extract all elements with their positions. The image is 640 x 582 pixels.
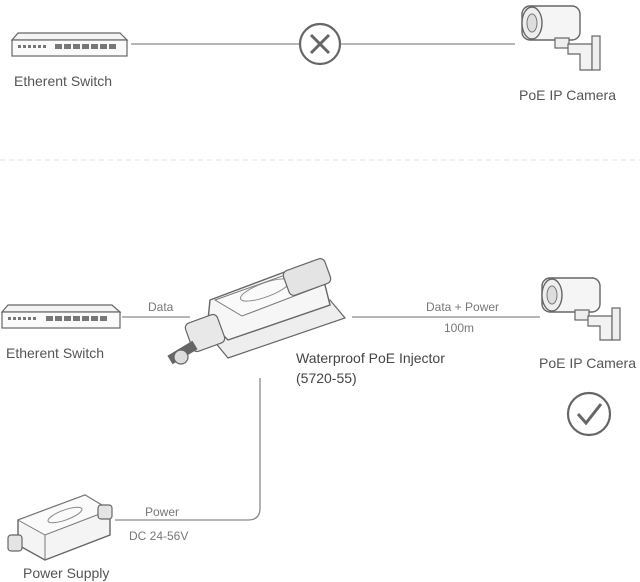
power-supply-icon — [7, 494, 113, 561]
ethernet-switch-icon — [0, 304, 122, 329]
check-icon — [566, 391, 612, 437]
data-link-label: Data — [148, 300, 174, 314]
bottom-switch-label: Etherent Switch — [6, 345, 105, 361]
poe-injector-icon — [167, 258, 347, 365]
top-switch-label: Etherent Switch — [14, 73, 113, 89]
power-link-label: Power — [145, 505, 180, 519]
injector-label: Waterproof PoE Injector — [296, 350, 445, 366]
camera-icon — [541, 277, 621, 341]
cross-icon — [298, 22, 342, 66]
power-supply-label: Power Supply — [23, 565, 110, 581]
top-camera-label: PoE IP Camera — [519, 87, 617, 103]
power-link-line — [115, 378, 261, 521]
bottom-camera-label: PoE IP Camera — [539, 355, 637, 371]
camera-icon — [521, 5, 601, 71]
camera-link-label: Data + Power — [426, 300, 500, 314]
ethernet-switch-icon — [10, 32, 129, 57]
power-link-voltage: DC 24-56V — [129, 529, 189, 543]
injector-model: (5720-55) — [296, 370, 357, 386]
camera-link-distance: 100m — [444, 321, 475, 335]
